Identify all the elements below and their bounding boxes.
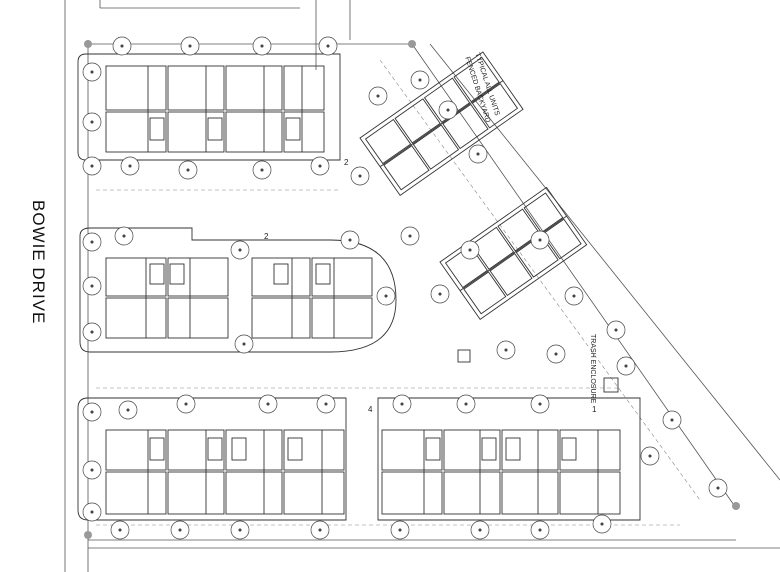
tree-trunk (128, 164, 132, 168)
tree-trunk (90, 120, 94, 124)
tree-trunk (398, 528, 402, 532)
lot-number: 2 (264, 232, 269, 241)
setback-lines (96, 59, 701, 526)
tree-trunk (238, 528, 242, 532)
tree-trunk (504, 348, 508, 352)
tree-trunk (188, 44, 192, 48)
tree-trunk (326, 44, 330, 48)
tree-trunk (122, 234, 126, 238)
building-cluster-middle (79, 227, 397, 353)
tree-trunk (318, 528, 322, 532)
tree-trunk (384, 294, 388, 298)
building-cluster-bottom-right (377, 397, 641, 521)
tree-trunk (178, 528, 182, 532)
tree-trunk (266, 402, 270, 406)
tree-trunk (600, 522, 604, 526)
street-label-bowie-drive: BOWIE DRIVE (29, 200, 48, 325)
tree-trunk (90, 70, 94, 74)
tree-trunk (90, 510, 94, 514)
lot-number: 2 (344, 158, 349, 167)
lot-number: 1 (592, 405, 597, 414)
building-cluster-top (77, 53, 341, 161)
tree-trunk (418, 78, 422, 82)
tree-trunk (184, 402, 188, 406)
tree-trunk (446, 108, 450, 112)
tree-trunk (242, 342, 246, 346)
tree-trunk (478, 528, 482, 532)
tree-trunk (438, 292, 442, 296)
tree-trunk (90, 410, 94, 414)
tree-trunk (90, 330, 94, 334)
tree-trunk (464, 402, 468, 406)
tree-trunk (126, 408, 130, 412)
tree-trunk (90, 468, 94, 472)
lot-number: 4 (368, 405, 373, 414)
tree-trunk (318, 164, 322, 168)
tree-trunk (538, 402, 542, 406)
tree-trunk (90, 240, 94, 244)
tree-trunk (538, 238, 542, 242)
tree-trunk (624, 364, 628, 368)
tree-trunk (120, 44, 124, 48)
trash-enclosure-note: TRASH ENCLOSURE (589, 334, 596, 404)
tree-trunk (554, 352, 558, 356)
tree-trunk (358, 174, 362, 178)
tree-trunk (614, 328, 618, 332)
tree-trunk (648, 454, 652, 458)
tree-trunk (90, 284, 94, 288)
tree-trunk (538, 528, 542, 532)
tree-trunk (186, 168, 190, 172)
tree-trunk (400, 402, 404, 406)
building-cluster-bottom-left (77, 397, 347, 521)
tree-trunk (324, 402, 328, 406)
tree-trunk (260, 44, 264, 48)
trash-enclosure-box (457, 349, 619, 393)
tree-trunk (476, 152, 480, 156)
tree-trunk (572, 294, 576, 298)
tree-symbols (82, 36, 728, 540)
building-cluster-diagonal-upper (359, 51, 524, 196)
property-corner-markers (84, 40, 740, 539)
tree-trunk (348, 238, 352, 242)
tree-trunk (238, 248, 242, 252)
building-cluster-diagonal-lower (439, 186, 588, 320)
tree-trunk (716, 486, 720, 490)
tree-trunk (260, 168, 264, 172)
tree-trunk (118, 528, 122, 532)
tree-trunk (468, 248, 472, 252)
tree-trunk (670, 418, 674, 422)
tree-trunk (376, 94, 380, 98)
tree-trunk (408, 234, 412, 238)
tree-trunk (90, 164, 94, 168)
